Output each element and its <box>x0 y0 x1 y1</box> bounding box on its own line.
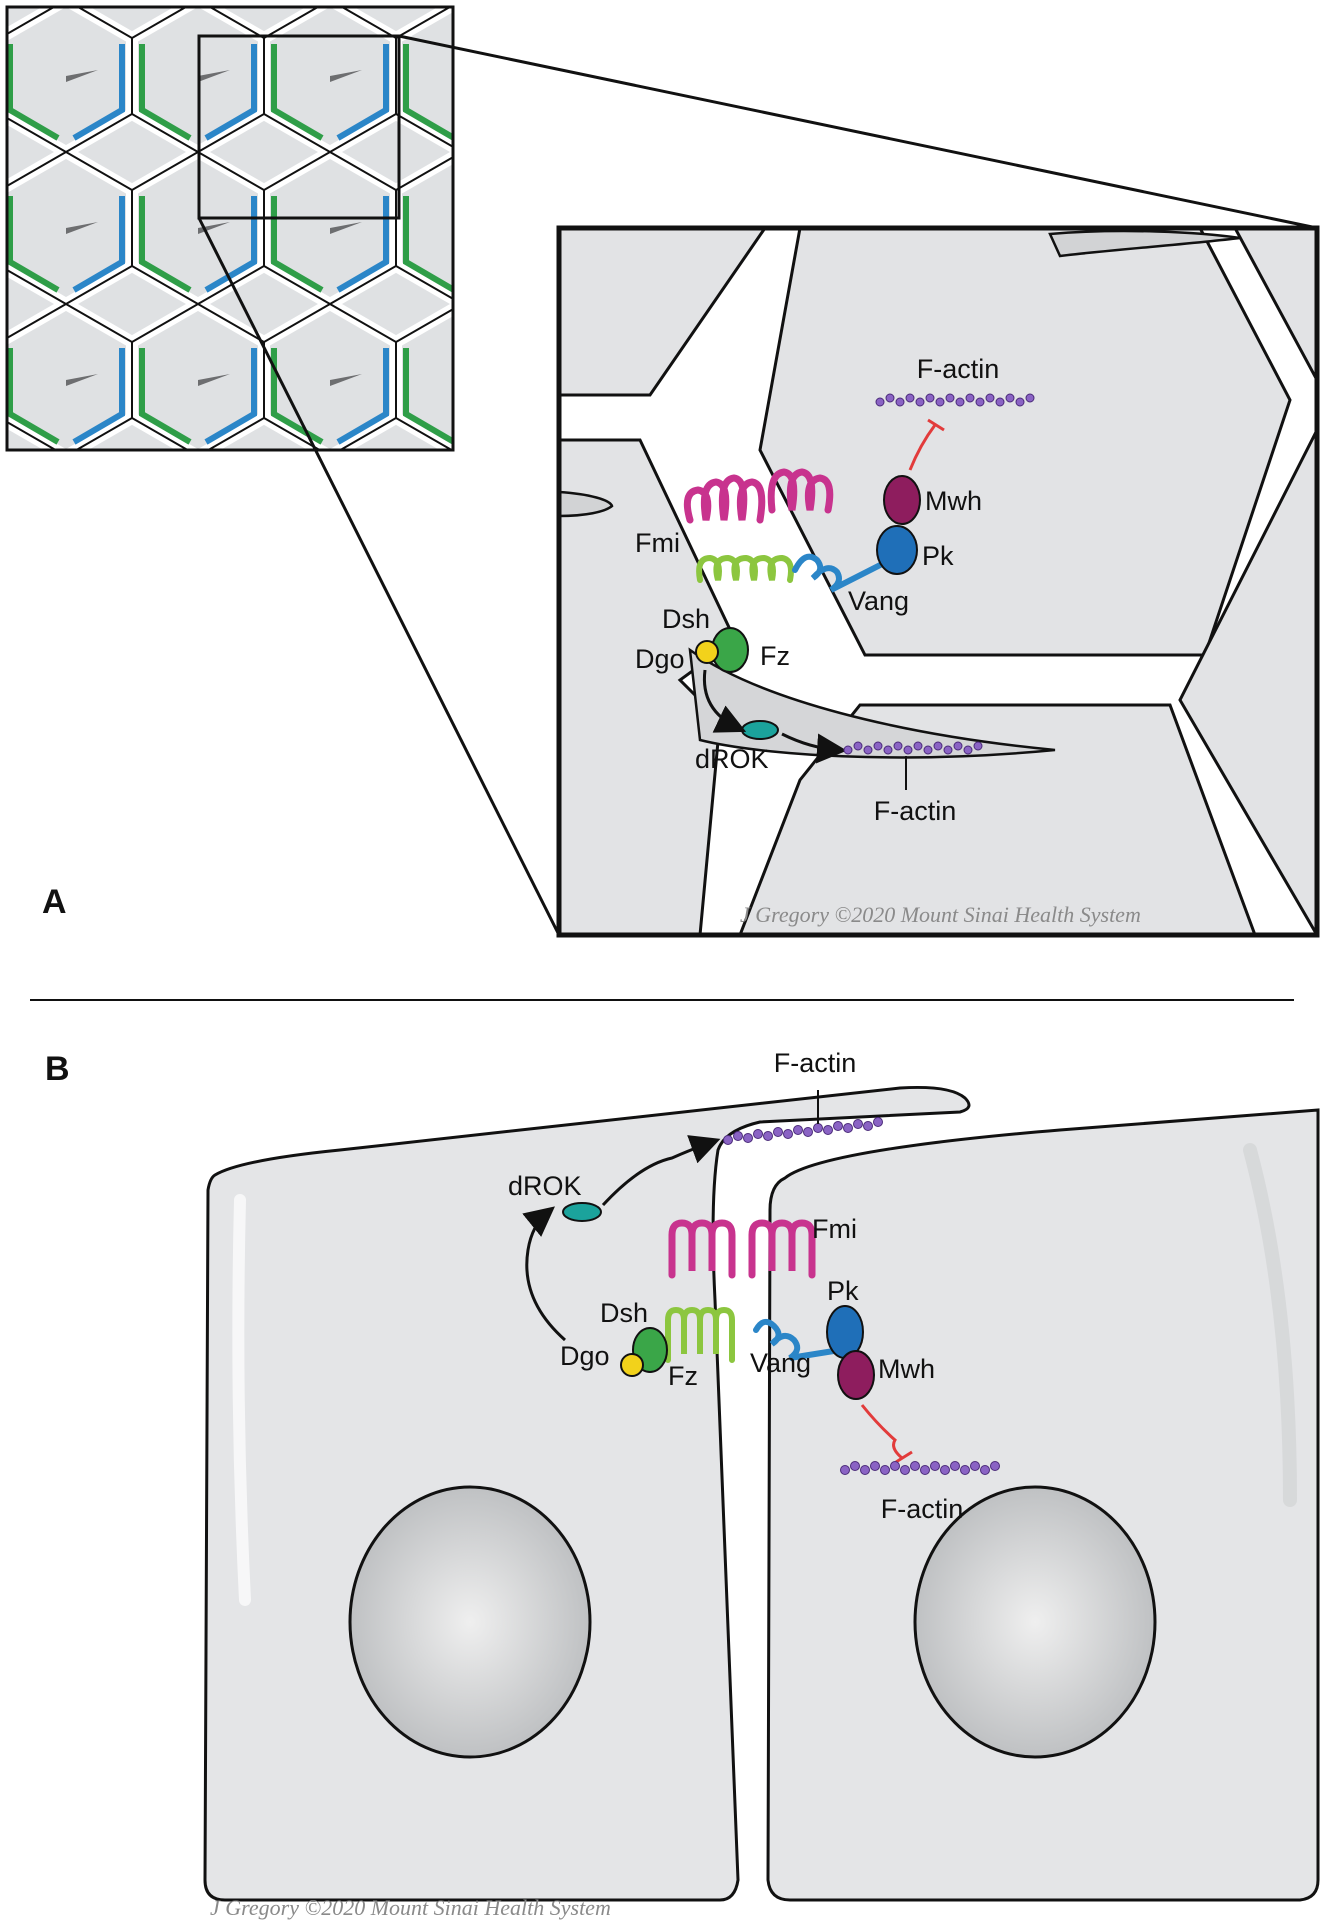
inset-cell-right <box>1233 228 1317 381</box>
label-factin-top-a: F-actin <box>917 354 1000 384</box>
inset-cell-left <box>559 228 767 397</box>
activation-arrow-b1 <box>522 1206 566 1342</box>
zoom-inset: F-actin Mwh Pk Fmi Vang Dsh Dgo Fz dROK … <box>556 225 1320 938</box>
label-vang-b: Vang <box>750 1348 811 1378</box>
inset-cell-right-lower <box>1178 429 1317 935</box>
fz-protein-b <box>665 1306 735 1363</box>
dgo-protein-b <box>620 1353 644 1377</box>
label-mwh-b: Mwh <box>878 1354 935 1384</box>
dgo-protein-a <box>695 640 719 664</box>
credit-b: J Gregory ©2020 Mount Sinai Health Syste… <box>210 1895 611 1920</box>
hair-protrusion-center <box>688 647 1056 759</box>
f-actin-filament-b-top <box>723 1117 883 1145</box>
label-factin-bottom-b: F-actin <box>881 1494 964 1524</box>
hair-protrusion-left <box>559 490 614 518</box>
f-actin-filament-a-top <box>875 393 1035 407</box>
overview-tissue <box>5 5 455 452</box>
f-actin-filament-a-bottom <box>843 741 983 755</box>
f-actin-filament-b-bottom <box>840 1461 1000 1475</box>
panel-b: B <box>45 1048 1320 1920</box>
inset-cell-center <box>758 228 1292 657</box>
label-dgo-b: Dgo <box>560 1341 610 1371</box>
label-vang-a: Vang <box>848 586 909 616</box>
activation-arrow-a2 <box>781 732 847 764</box>
hair-protrusion-top <box>1048 229 1241 258</box>
panel-b-letter: B <box>45 1050 70 1088</box>
inhibition-arrow-a <box>908 424 937 471</box>
pcp-complex-a <box>683 393 1035 790</box>
label-factin-top-b: F-actin <box>774 1048 857 1078</box>
drok-protein-b <box>562 1202 602 1222</box>
pk-protein-a <box>876 525 918 575</box>
label-drok-b: dROK <box>508 1171 582 1201</box>
vang-protein-a <box>792 553 893 593</box>
activation-arrow-a1 <box>702 669 747 733</box>
label-fmi-a: Fmi <box>635 528 680 558</box>
fmi-protein-a <box>683 468 834 524</box>
inset-cell-lower-center <box>738 703 1257 935</box>
zoom-region-box <box>197 34 401 220</box>
drok-protein-a <box>741 720 779 740</box>
mwh-protein-a <box>883 475 921 525</box>
label-dgo-a: Dgo <box>635 644 685 674</box>
pcp-complex-b <box>522 1090 1000 1475</box>
label-dsh-a: Dsh <box>662 604 710 634</box>
label-fz-b: Fz <box>668 1361 698 1391</box>
zoom-lines <box>197 34 1318 936</box>
fz-protein-a <box>696 554 794 583</box>
credit-a: J Gregory ©2020 Mount Sinai Health Syste… <box>740 902 1141 927</box>
mwh-protein-b <box>837 1350 875 1400</box>
panel-a: F-actin Mwh Pk Fmi Vang Dsh Dgo Fz dROK … <box>5 5 1320 938</box>
label-dsh-b: Dsh <box>600 1298 648 1328</box>
fmi-protein-b <box>668 1219 816 1279</box>
vang-protein-b <box>753 1318 843 1361</box>
inhibition-arrow-b <box>860 1404 903 1460</box>
label-fmi-b: Fmi <box>812 1214 857 1244</box>
label-drok-a: dROK <box>695 744 769 774</box>
activation-arrow-b2 <box>601 1135 721 1207</box>
label-factin-bottom-a: F-actin <box>874 796 957 826</box>
label-pk-a: Pk <box>922 541 954 571</box>
panel-a-letter: A <box>42 883 67 921</box>
label-pk-b: Pk <box>827 1276 859 1306</box>
nucleus-left-b <box>348 1485 592 1759</box>
nucleus-right-b <box>913 1485 1157 1759</box>
label-mwh-a: Mwh <box>925 486 982 516</box>
label-fz-a: Fz <box>760 641 790 671</box>
